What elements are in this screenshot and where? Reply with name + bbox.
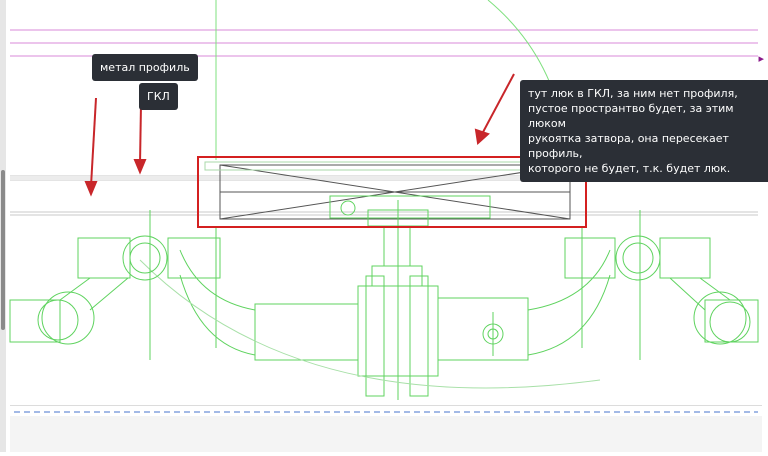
callout-metal-profile: метал профиль (92, 54, 198, 81)
highlight-rectangle (197, 156, 587, 228)
right-elbow (564, 210, 759, 360)
scrollbar-thumb[interactable] (1, 170, 5, 330)
annotation-arrows (84, 73, 515, 197)
floor-band (10, 416, 762, 452)
vertical-scrollbar[interactable] (0, 0, 6, 452)
drawing-canvas[interactable]: метал профиль ГКЛ тут люк в ГКЛ, за ним … (6, 0, 768, 452)
cursor-arrow-icon: ▸ (758, 52, 764, 65)
callout-hatch-note: тут люк в ГКЛ, за ним нет профиля, пусто… (520, 80, 768, 182)
left-elbow (9, 210, 221, 360)
central-pipe (139, 228, 611, 389)
magenta-guide-lines (10, 29, 758, 57)
cad-drawing (9, 0, 762, 452)
callout-gkl: ГКЛ (139, 83, 178, 110)
wall-hatch (10, 176, 758, 180)
